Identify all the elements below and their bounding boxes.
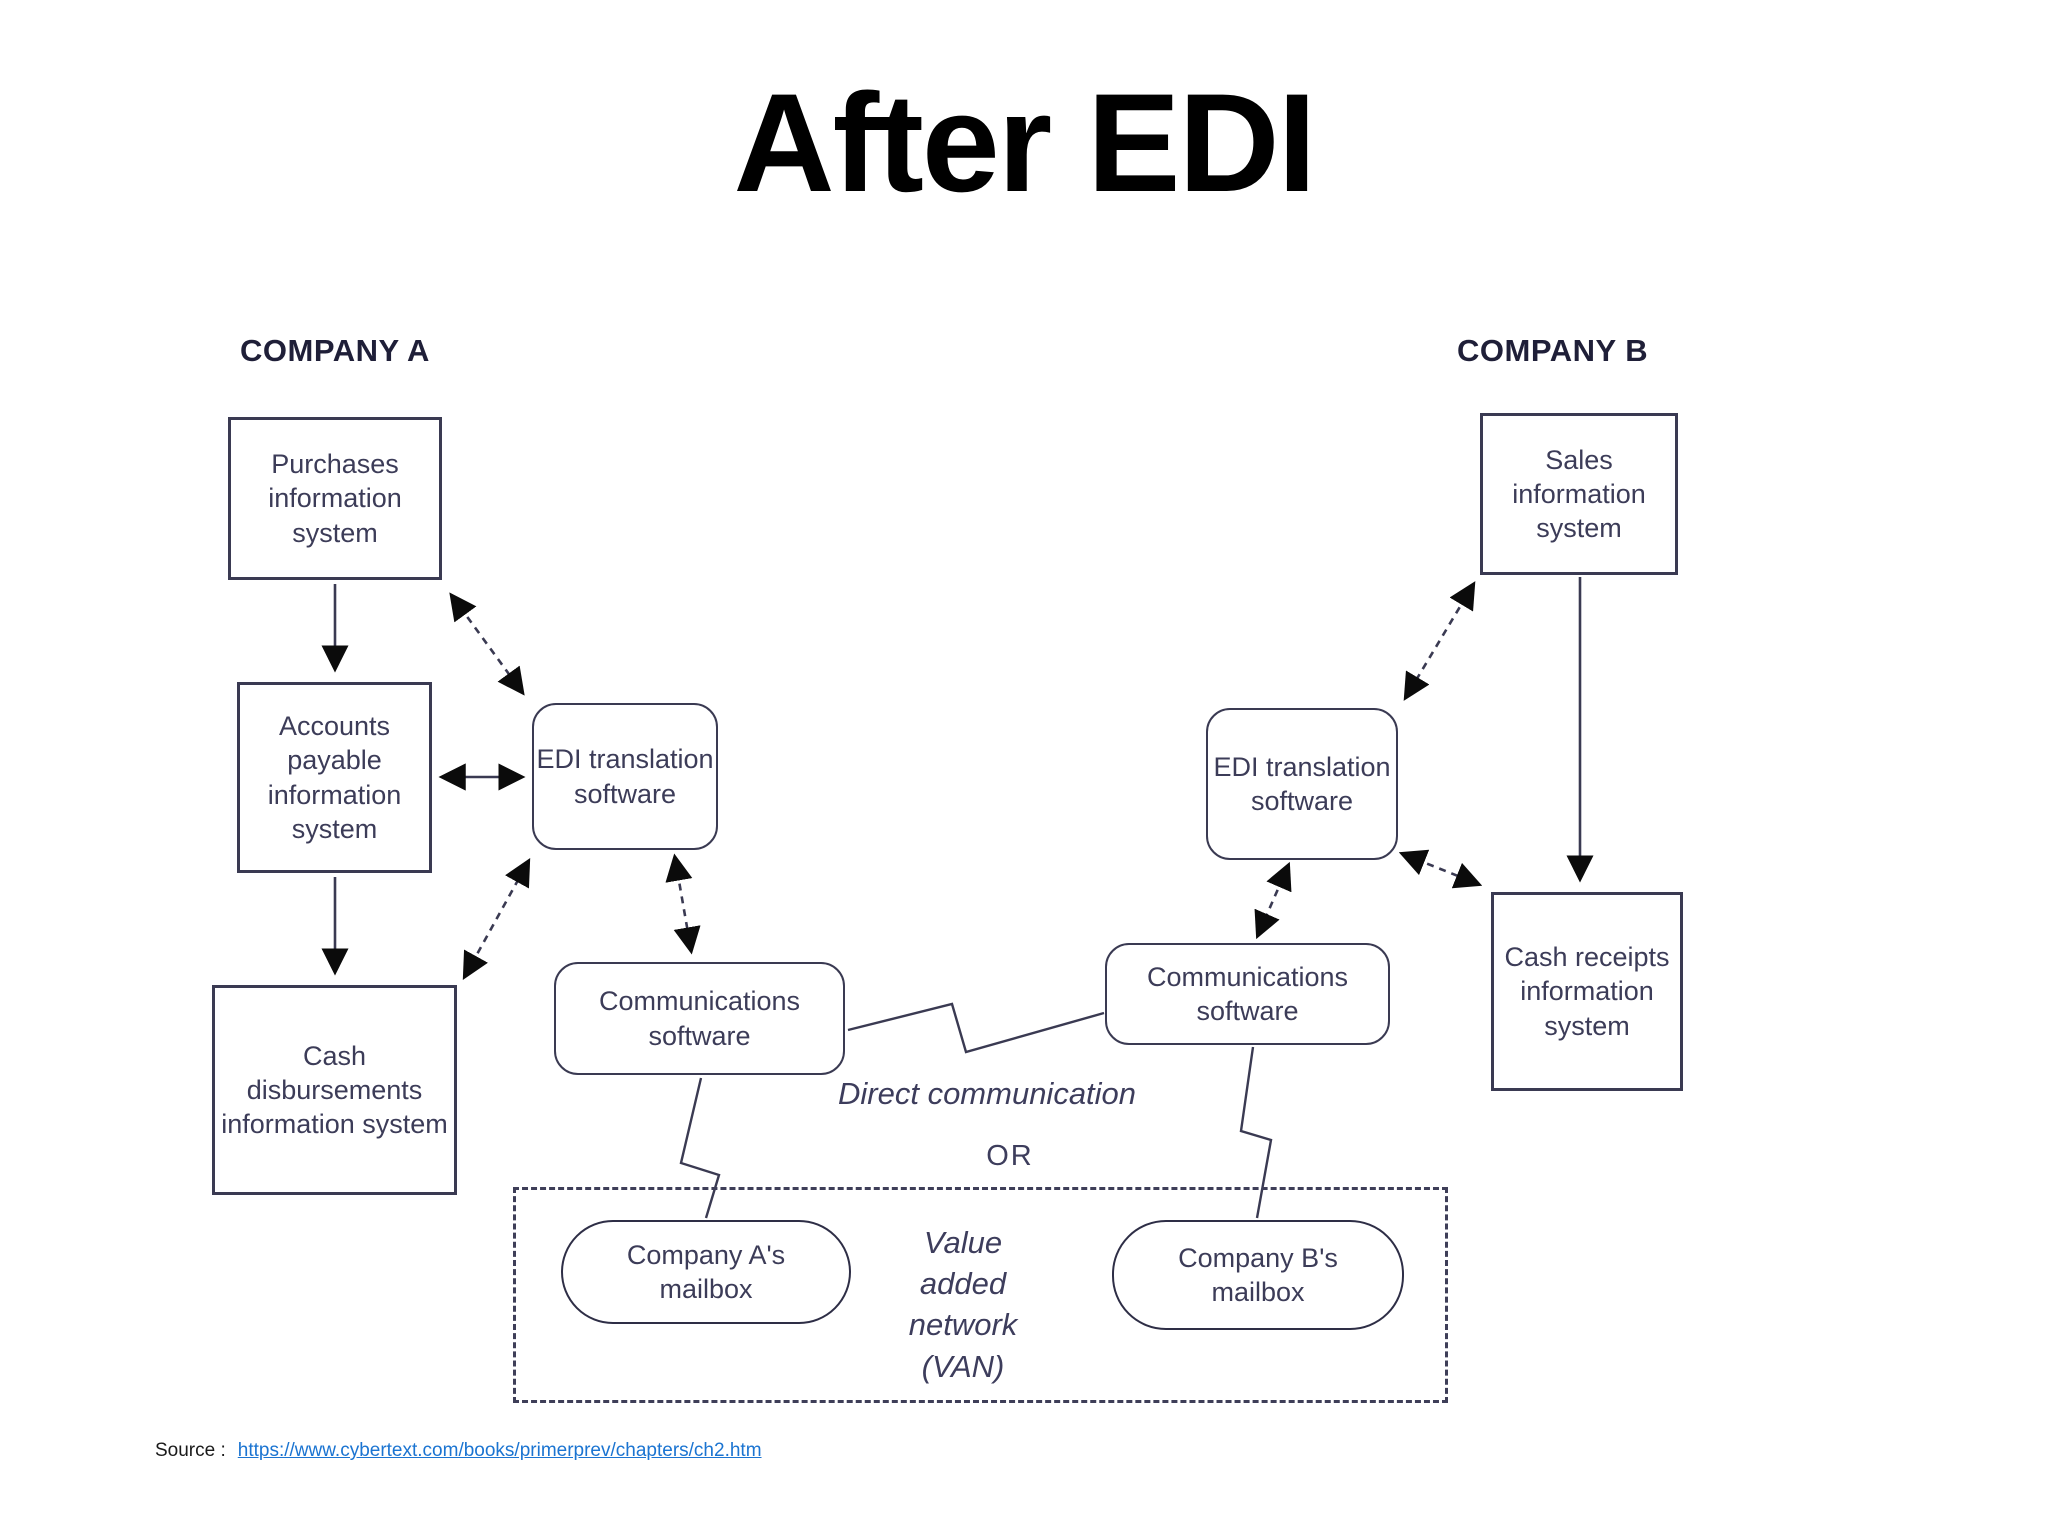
company-b-label: COMPANY B [1457, 333, 1649, 368]
arrow-edi-b-comms-b [1254, 861, 1292, 940]
node-communications-software-b: Communications software [1105, 943, 1390, 1045]
node-edi-translation-software-a: EDI translation software [532, 703, 718, 850]
direct-communication-label: Direct communication [838, 1076, 1137, 1111]
source-row: Source : https://www.cybertext.com/books/… [155, 1440, 762, 1462]
arrow-sales-edi-b [1403, 581, 1476, 701]
node-sales-information-system: Sales information system [1480, 413, 1678, 575]
source-link[interactable]: https://www.cybertext.com/books/primerpr… [237, 1440, 762, 1461]
node-purchases-information-system: Purchases information system [228, 417, 442, 580]
node-communications-software-a: Communications software [554, 962, 845, 1075]
node-company-a-mailbox: Company A's mailbox [561, 1220, 851, 1324]
or-label: OR [986, 1140, 1034, 1172]
node-cash-disbursements-information-system: Cash disbursements information system [212, 985, 457, 1195]
company-a-label: COMPANY A [240, 333, 430, 368]
arrow-cashdisb-edi-a [462, 858, 531, 980]
page-title: After EDI [733, 64, 1317, 221]
source-label: Source : [155, 1440, 226, 1461]
van-label: Value added network (VAN) [908, 1225, 1018, 1384]
node-cash-receipts-information-system: Cash receipts information system [1491, 892, 1683, 1091]
lightning-comms-a-comms-b [847, 1002, 1105, 1054]
van-container [513, 1187, 1448, 1403]
node-accounts-payable-information-system: Accounts payable information system [237, 682, 432, 873]
arrow-edi-a-comms-a [665, 853, 701, 955]
arrow-purchases-edi-a [449, 592, 525, 696]
node-edi-translation-software-b: EDI translation software [1206, 708, 1398, 860]
arrow-edi-b-cashrec [1398, 849, 1483, 889]
lightning-comms-a-mailbox-a [679, 1077, 721, 1219]
lightning-comms-b-mailbox-b [1239, 1046, 1273, 1219]
node-company-b-mailbox: Company B's mailbox [1112, 1220, 1404, 1330]
